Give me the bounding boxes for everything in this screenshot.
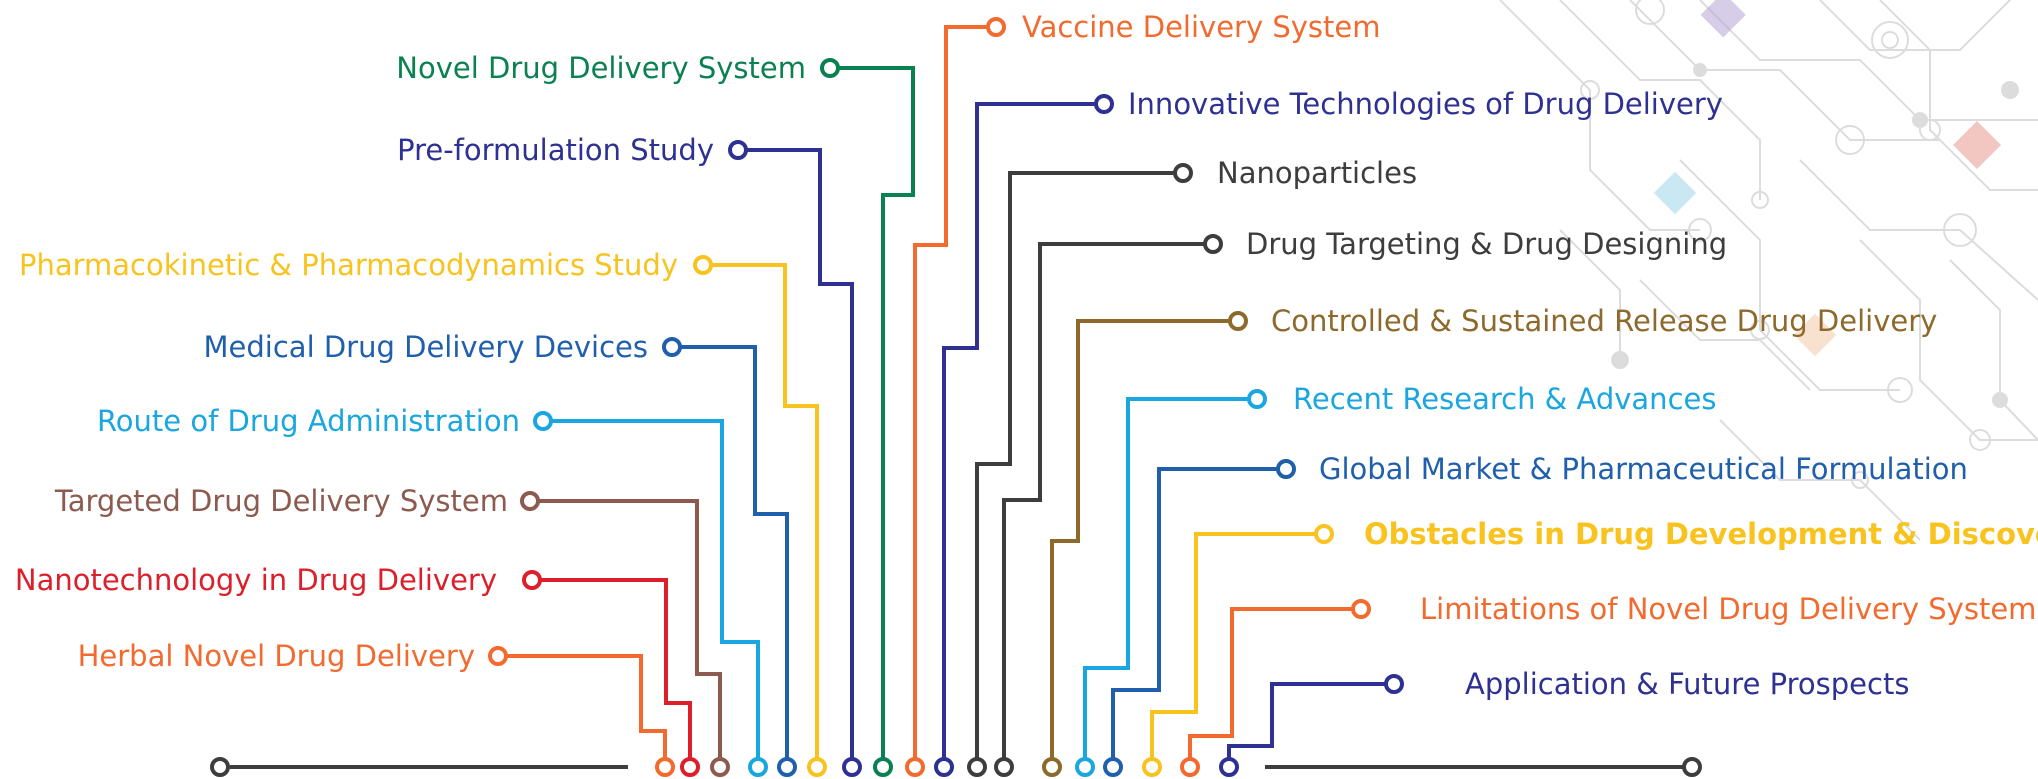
- topic-label-left-7: Herbal Novel Drug Delivery: [77, 639, 475, 673]
- topic-label-left-4: Route of Drug Administration: [96, 404, 520, 438]
- baseline-right-terminal: [1682, 757, 1702, 777]
- topic-label-right-6: Global Market & Pharmaceutical Formulati…: [1319, 452, 1968, 486]
- end-node-right-7: [1314, 524, 1334, 544]
- base-node-right-7: [1142, 757, 1162, 777]
- base-node-left-7: [655, 757, 675, 777]
- topic-label-right-4: Controlled & Sustained Release Drug Deli…: [1271, 304, 1938, 338]
- topic-label-left-3: Medical Drug Delivery Devices: [203, 330, 648, 364]
- base-node-right-3: [994, 757, 1014, 777]
- wire-right-9: [1227, 682, 1386, 759]
- end-node-right-2: [1173, 163, 1193, 183]
- wire-right-0: [913, 25, 988, 759]
- wire-right-1: [942, 102, 1096, 759]
- wire-right-7: [1150, 532, 1316, 759]
- end-node-left-2: [693, 255, 713, 275]
- topic-label-left-1: Pre-formulation Study: [397, 133, 714, 167]
- topic-label-left-0: Novel Drug Delivery System: [396, 51, 806, 85]
- wire-right-4: [1050, 319, 1230, 759]
- base-node-right-0: [905, 757, 925, 777]
- base-node-left-0: [873, 757, 893, 777]
- end-node-left-1: [728, 140, 748, 160]
- base-node-right-5: [1075, 757, 1095, 777]
- end-node-right-1: [1094, 94, 1114, 114]
- wires: [506, 25, 1386, 759]
- base-node-left-2: [807, 757, 827, 777]
- base-node-right-8: [1180, 757, 1200, 777]
- wire-right-6: [1111, 467, 1278, 759]
- end-node-left-0: [820, 58, 840, 78]
- end-node-left-5: [520, 491, 540, 511]
- base-node-right-2: [967, 757, 987, 777]
- topic-label-left-5: Targeted Drug Delivery System: [54, 484, 508, 518]
- wire-left-3: [680, 345, 789, 759]
- topic-label-right-8: Limitations of Novel Drug Delivery Syste…: [1420, 592, 2037, 626]
- wire-left-0: [838, 66, 915, 759]
- end-node-right-3: [1203, 234, 1223, 254]
- end-node-right-5: [1247, 389, 1267, 409]
- end-node-right-4: [1228, 311, 1248, 331]
- wire-right-2: [975, 171, 1175, 759]
- wire-right-3: [1002, 242, 1205, 759]
- end-node-left-4: [533, 411, 553, 431]
- wire-left-4: [551, 419, 760, 759]
- end-node-left-6: [522, 570, 542, 590]
- wire-left-7: [506, 654, 667, 759]
- end-node-right-9: [1384, 674, 1404, 694]
- wire-left-2: [711, 263, 819, 759]
- topic-label-right-9: Application & Future Prospects: [1465, 667, 1910, 701]
- topic-label-right-0: Vaccine Delivery System: [1022, 10, 1381, 44]
- base-node-left-4: [748, 757, 768, 777]
- wire-left-5: [538, 499, 722, 759]
- base-node-left-3: [777, 757, 797, 777]
- baseline-left-terminal: [210, 757, 230, 777]
- base-node-right-1: [934, 757, 954, 777]
- topic-label-right-2: Nanoparticles: [1217, 156, 1418, 190]
- end-node-left-3: [662, 337, 682, 357]
- end-node-right-6: [1276, 459, 1296, 479]
- circuit-background: [1499, 0, 2038, 541]
- topic-label-right-5: Recent Research & Advances: [1293, 382, 1717, 416]
- end-node-right-0: [986, 17, 1006, 37]
- nodes: [488, 17, 1404, 777]
- wire-left-6: [540, 578, 692, 759]
- base-node-left-6: [680, 757, 700, 777]
- base-node-right-9: [1219, 757, 1239, 777]
- end-node-right-8: [1351, 599, 1371, 619]
- topic-label-left-6: Nanotechnology in Drug Delivery: [14, 563, 497, 597]
- base-node-left-1: [842, 757, 862, 777]
- circuit-background-squares: [1653, 0, 2002, 357]
- topic-label-left-2: Pharmacokinetic & Pharmacodynamics Study: [18, 248, 678, 282]
- wire-left-1: [746, 148, 854, 759]
- base-node-left-5: [710, 757, 730, 777]
- end-node-left-7: [488, 646, 508, 666]
- wire-right-8: [1188, 607, 1353, 759]
- base-node-right-6: [1103, 757, 1123, 777]
- topic-label-right-3: Drug Targeting & Drug Designing: [1246, 227, 1728, 261]
- wire-right-5: [1083, 397, 1249, 759]
- base-node-right-4: [1042, 757, 1062, 777]
- topic-label-right-1: Innovative Technologies of Drug Delivery: [1128, 87, 1723, 121]
- baseline: [210, 757, 1702, 777]
- topic-label-right-7: Obstacles in Drug Development & Discover…: [1364, 517, 2038, 551]
